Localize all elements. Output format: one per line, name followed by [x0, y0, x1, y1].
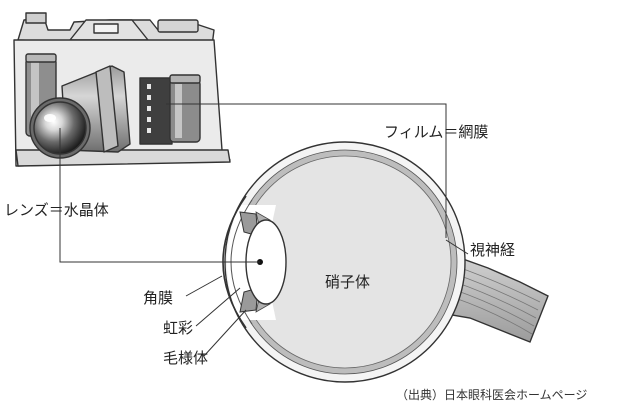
cornea-label: 角膜	[143, 289, 174, 307]
lens-crystalline-label: レンズ＝水晶体	[4, 201, 109, 219]
optic-nerve-label: 視神経	[470, 241, 516, 259]
vitreous-body-label: 硝子体	[325, 273, 371, 291]
connector-lines	[59, 103, 469, 357]
camera-illustration	[13, 12, 231, 167]
ciliary-body-label: 毛様体	[163, 349, 209, 367]
iris-label: 虹彩	[163, 319, 194, 337]
source-note: （出典）日本眼科医会ホームページ	[396, 388, 588, 402]
film-retina-label: フィルム＝網膜	[384, 123, 489, 141]
eye-cross-section	[222, 141, 549, 383]
